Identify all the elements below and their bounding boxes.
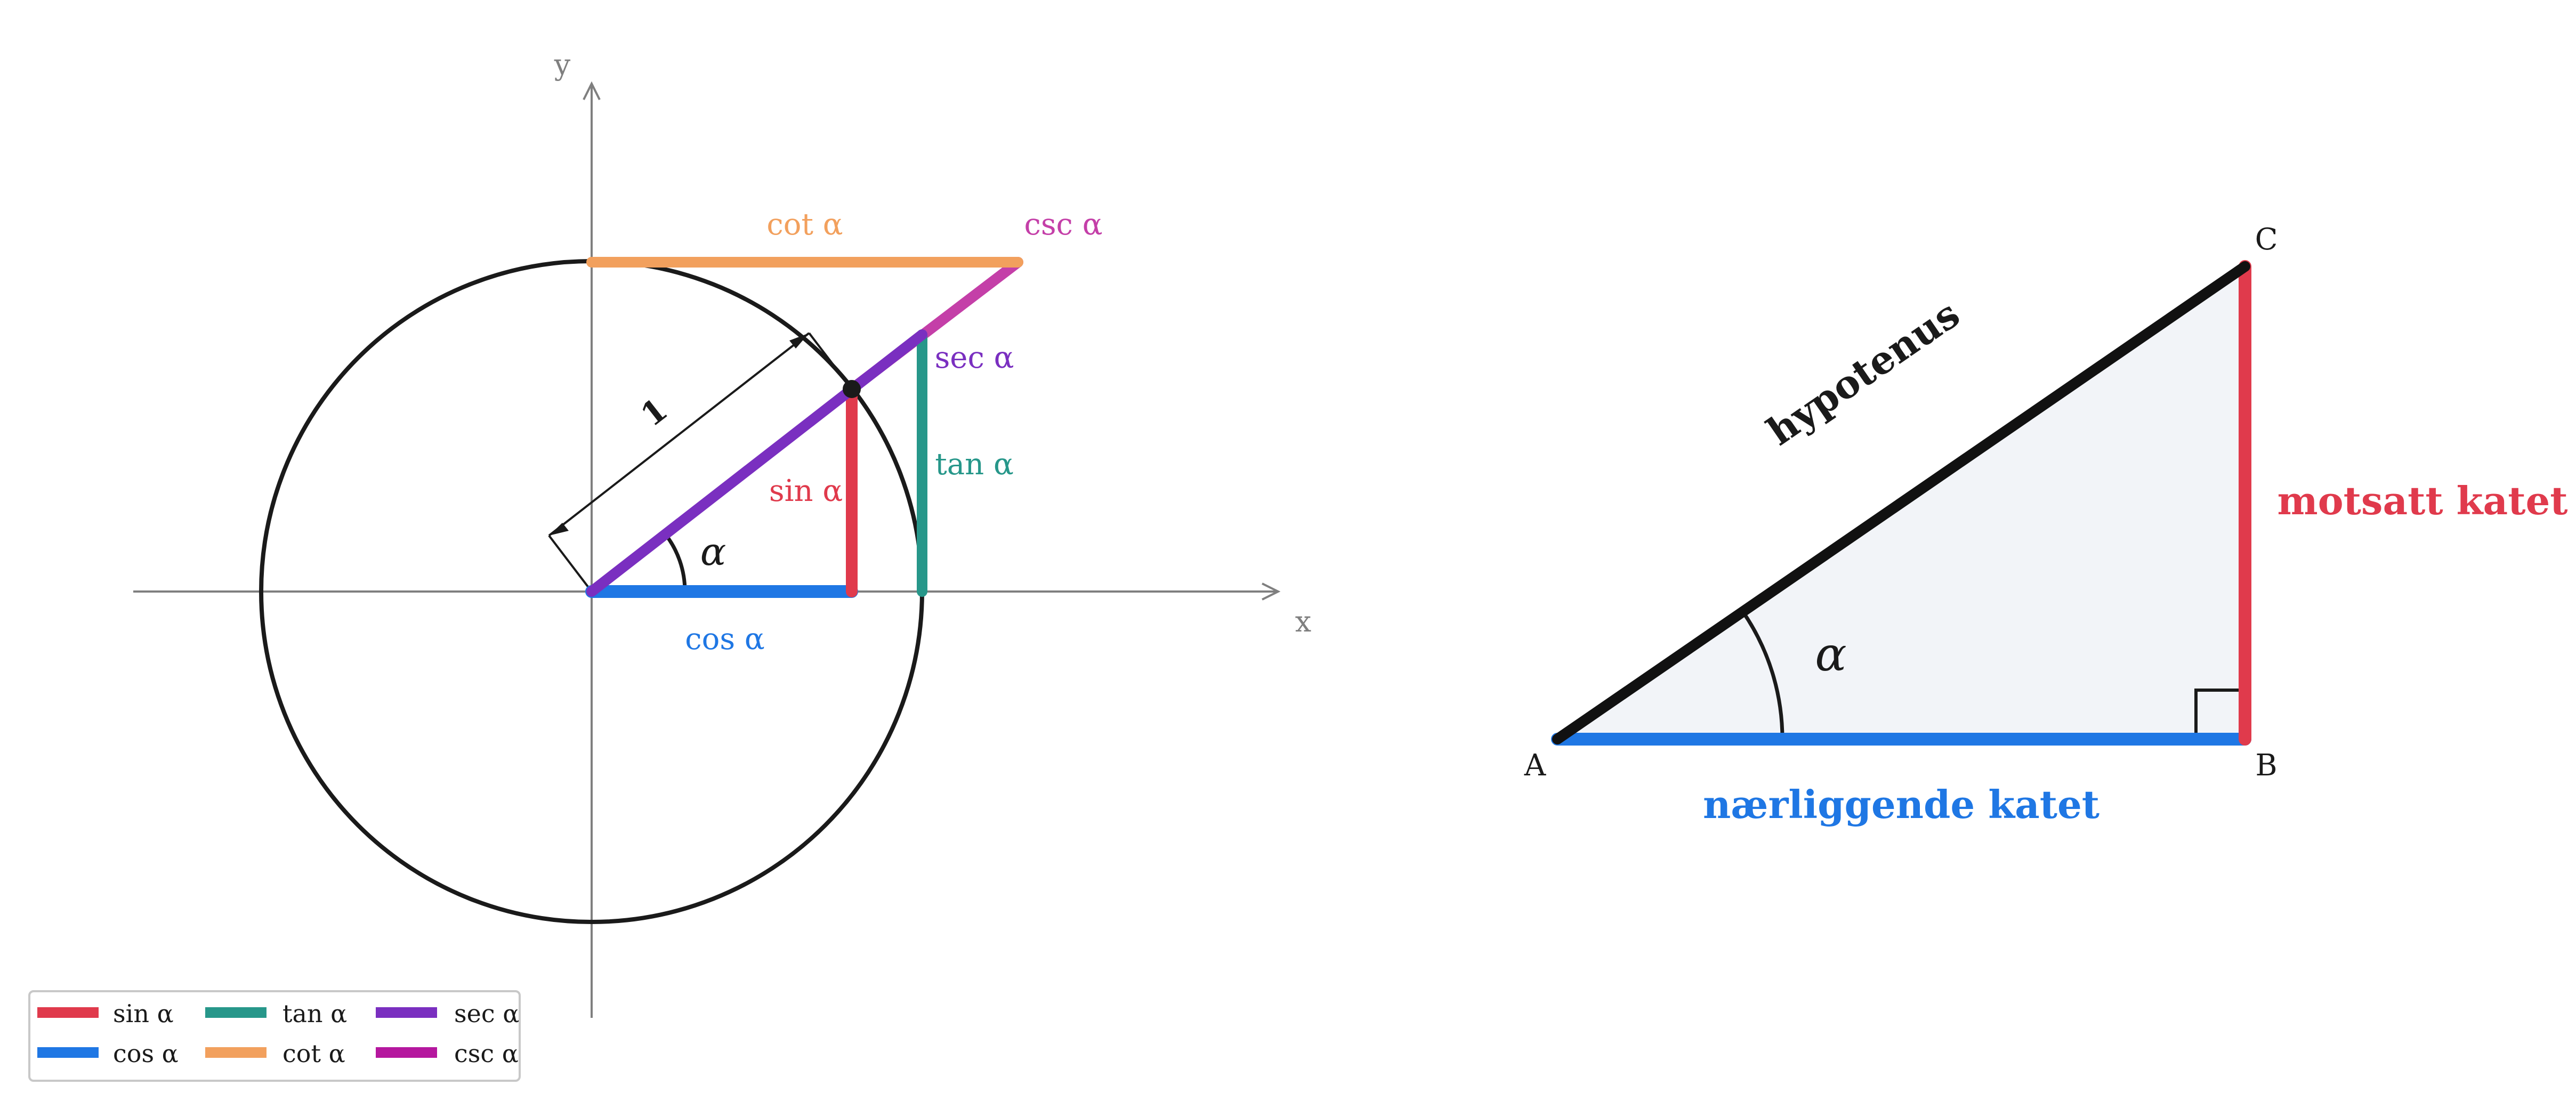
legend-label-csc: csc α [454,1039,519,1068]
legend-item-sin: sin α [37,999,174,1028]
legend: sin α tan α sec α cos α cot α csc α [28,990,521,1082]
angle-label: α [700,529,726,574]
legend-item-csc: csc α [376,1039,519,1068]
legend-item-tan: tan α [205,999,347,1028]
sin-label: sin α [769,474,843,508]
x-axis-arrowhead [1262,582,1281,601]
angle-arc [664,532,687,592]
x-axis-label: x [1295,605,1311,638]
circle-point [843,380,861,398]
legend-box [28,990,521,1082]
radius-dimension-line [548,332,810,537]
right-angle-marker [2194,689,2245,739]
legend-label-sec: sec α [454,999,519,1028]
radius-arrowhead-end [789,333,809,349]
vertex-c-label: C [2255,222,2278,257]
legend-label-cot: cot α [282,1039,345,1068]
cot-label: cot α [766,207,843,242]
right-triangle-panel: α A B C hypotenus motsatt katet nærligge… [1524,222,2568,827]
radius-extension-origin [548,535,593,593]
triangle-angle-label: α [1815,627,1846,682]
sec-segment [586,329,927,597]
legend-item-cos: cos α [37,1039,179,1068]
legend-label-sin: sin α [113,999,174,1028]
trig-segments [585,257,1023,598]
unit-circle-panel: x y 1 α cot α csc α sec α [133,48,1311,1018]
hypotenuse-label: hypotenus [1759,291,1968,454]
csc-label: csc α [1024,207,1102,242]
y-axis-label: y [554,48,571,82]
radius-arrowhead-start [549,523,569,536]
sec-label: sec α [935,341,1014,375]
radius-extension-point [808,332,853,390]
legend-label-cos: cos α [113,1039,179,1068]
vertex-a-label: A [1524,748,1546,783]
cos-label: cos α [685,622,764,657]
hypotenuse-side [1552,261,2250,744]
tan-label: tan α [935,447,1014,482]
triangle-angle-arc [1741,611,1784,740]
y-axis-arrowhead [583,81,601,100]
radius-label: 1 [634,391,675,434]
legend-item-cot: cot α [205,1039,345,1068]
legend-item-sec: sec α [376,999,519,1028]
adjacent-label: nærliggende katet [1703,782,2099,827]
radius-dimension [548,332,853,593]
legend-label-tan: tan α [282,999,347,1028]
opposite-label: motsatt katet [2277,478,2567,523]
vertex-b-label: B [2255,748,2277,783]
